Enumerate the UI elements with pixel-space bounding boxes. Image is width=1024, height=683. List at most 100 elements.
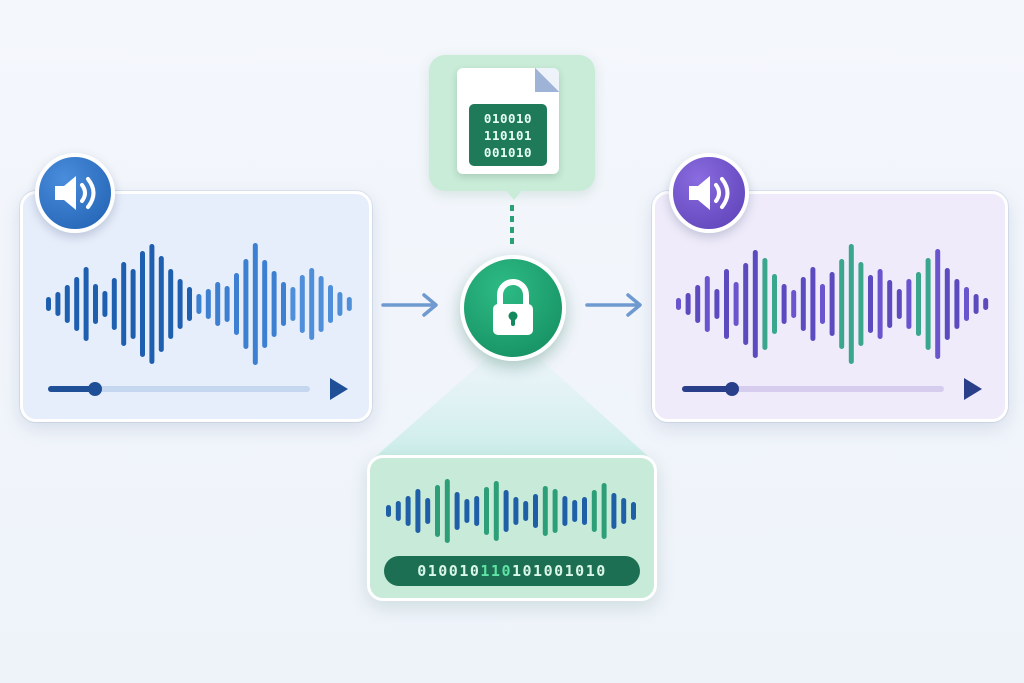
- waveform-bar: [93, 284, 98, 324]
- waveform-bar: [435, 485, 440, 537]
- waveform-bar: [552, 489, 558, 533]
- waveform-bar: [415, 489, 421, 533]
- waveform-bar: [631, 502, 636, 520]
- waveform-bar: [591, 490, 597, 532]
- original-progress-fill: [48, 386, 96, 392]
- waveform-bar: [121, 262, 127, 346]
- waveform-bar: [685, 293, 691, 315]
- waveform-bar: [215, 282, 221, 326]
- waveform-bar: [102, 291, 108, 317]
- waveform-bar: [973, 294, 979, 314]
- waveform-bar: [791, 290, 797, 318]
- waveform-bar: [848, 244, 854, 364]
- waveform-bar: [601, 483, 607, 539]
- waveform-bar: [523, 501, 529, 521]
- secret-code-line: 001010: [483, 145, 533, 160]
- file-corner-fold: [535, 68, 559, 92]
- arrow-right-icon: [381, 293, 438, 317]
- waveform-bar: [887, 280, 893, 328]
- waveform-bar: [281, 282, 286, 326]
- original-waveform: [46, 243, 352, 365]
- waveform-bar: [572, 500, 578, 522]
- bubble-tail: [504, 188, 524, 200]
- waveform-bar: [513, 497, 519, 525]
- waveform-bar: [858, 262, 864, 346]
- waveform-bar: [55, 292, 61, 316]
- waveform-bar: [168, 269, 174, 339]
- waveform-bar: [444, 479, 450, 543]
- waveform-bar: [318, 276, 324, 332]
- secret-code-line: 110101: [483, 128, 533, 143]
- waveform-bar: [582, 497, 587, 525]
- waveform-bar: [800, 277, 806, 331]
- waveform-bar: [714, 289, 720, 319]
- speaker-icon: [35, 153, 115, 233]
- waveform-bar: [464, 499, 470, 523]
- waveform-bar: [906, 279, 912, 329]
- waveform-bar: [954, 279, 960, 329]
- waveform-bar: [405, 496, 411, 526]
- dotted-connector: [510, 205, 514, 247]
- original-progress-bar[interactable]: [48, 382, 310, 396]
- waveform-bar: [839, 259, 845, 349]
- waveform-bar: [944, 268, 950, 340]
- waveform-bar: [46, 297, 51, 311]
- waveform-bar: [493, 481, 499, 541]
- waveform-bar: [724, 269, 729, 339]
- waveform-bar: [820, 284, 825, 324]
- original-play-button[interactable]: [330, 378, 348, 400]
- waveform-bar: [762, 258, 768, 350]
- arrow-right-icon: [585, 293, 642, 317]
- bits-highlight: 110: [480, 562, 512, 580]
- secret-code-line: 010010: [483, 111, 533, 126]
- waveform-bar: [290, 287, 296, 321]
- original-progress-knob[interactable]: [88, 382, 103, 396]
- waveform-bar: [562, 496, 568, 526]
- waveform-bar: [935, 249, 941, 359]
- waveform-bar: [346, 297, 352, 311]
- waveform-bar: [752, 250, 758, 358]
- stego-waveform: [676, 244, 989, 364]
- waveform-bar: [158, 256, 164, 352]
- waveform-bar: [386, 505, 391, 517]
- waveform-bar: [772, 274, 777, 334]
- waveform-bar: [542, 486, 548, 536]
- stego-progress-knob[interactable]: [724, 382, 739, 396]
- waveform-bar: [676, 298, 681, 310]
- waveform-bar: [130, 269, 136, 339]
- waveform-bar: [704, 276, 710, 332]
- waveform-bar: [925, 258, 931, 350]
- waveform-bar: [299, 275, 305, 333]
- waveform-bar: [252, 243, 258, 365]
- embedded-waveform: [386, 479, 636, 543]
- waveform-bar: [916, 272, 921, 336]
- lock-icon: [460, 255, 566, 361]
- waveform-bar: [140, 251, 145, 357]
- waveform-bar: [337, 292, 343, 316]
- secret-binary-data: 010010 110101 001010: [469, 104, 547, 166]
- stego-progress-bar[interactable]: [682, 382, 944, 396]
- waveform-bar: [111, 278, 117, 330]
- waveform-bar: [810, 267, 816, 341]
- waveform-bar: [177, 279, 183, 329]
- waveform-bar: [611, 493, 617, 529]
- waveform-bar: [425, 498, 431, 524]
- waveform-bar: [395, 501, 401, 521]
- waveform-bar: [896, 289, 902, 319]
- waveform-bar: [328, 285, 333, 323]
- waveform-bar: [271, 271, 277, 337]
- waveform-bar: [474, 496, 480, 526]
- encoded-bits-pill: 010010110101001010: [384, 556, 640, 586]
- speaker-icon: [669, 153, 749, 233]
- waveform-bar: [196, 294, 202, 314]
- waveform-bar: [503, 490, 509, 532]
- waveform-bar: [781, 284, 787, 324]
- stego-play-button[interactable]: [964, 378, 982, 400]
- waveform-bar: [877, 269, 883, 339]
- waveform-bar: [187, 287, 192, 321]
- stego-progress-fill: [682, 386, 732, 392]
- waveform-bar: [533, 494, 538, 528]
- waveform-bar: [224, 286, 230, 322]
- waveform-bar: [83, 267, 89, 341]
- waveform-bar: [621, 498, 627, 524]
